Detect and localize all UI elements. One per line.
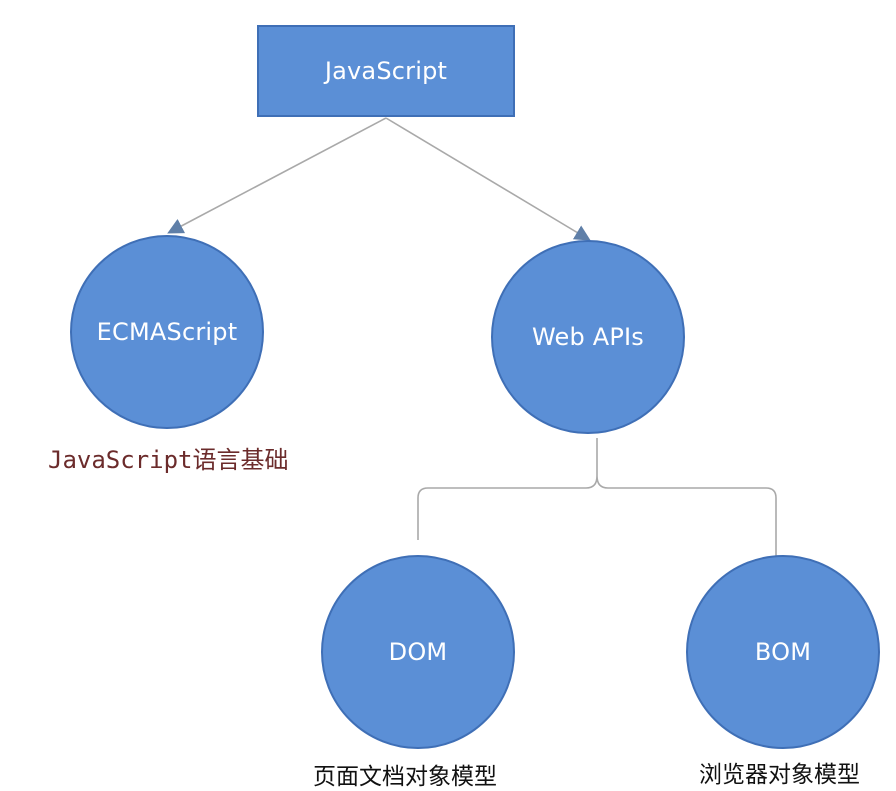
brace-connector [417,438,777,560]
dom-caption: 页面文档对象模型 [313,764,497,790]
dom-node: DOM [321,555,515,749]
webapis-node: Web APIs [491,240,685,434]
arrow-to-webapis [385,117,591,241]
dom-node-label: DOM [388,638,448,666]
ecmascript-node-label: ECMAScript [96,318,238,346]
ecmascript-caption: JavaScript语言基础 [48,446,289,474]
arrow-to-ecmascript [167,117,387,234]
bom-caption: 浏览器对象模型 [699,762,860,788]
ecmascript-node: ECMAScript [70,235,264,429]
javascript-node-label: JavaScript [324,57,448,85]
bom-node: BOM [686,555,880,749]
webapis-node-label: Web APIs [531,323,645,351]
bom-node-label: BOM [754,638,812,666]
javascript-node: JavaScript [257,25,515,117]
